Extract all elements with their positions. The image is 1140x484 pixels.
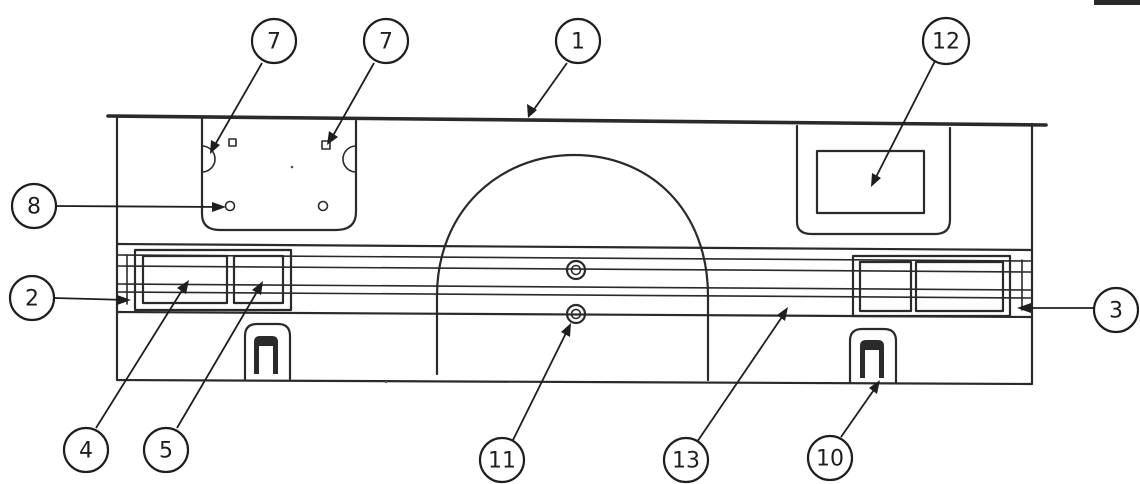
mounting-plate [200, 117, 358, 232]
leaders [53, 60, 1095, 443]
leader-12 [872, 60, 936, 184]
window-4 [141, 254, 229, 305]
window-12 [815, 149, 926, 215]
arrowhead-4 [177, 280, 189, 294]
callout-10: 10 [806, 434, 854, 482]
rail-line-3 [116, 265, 1033, 273]
arrowhead-13 [777, 307, 788, 321]
right-bracket [851, 254, 1012, 318]
speck [290, 165, 294, 169]
callout-12-label: 12 [932, 30, 960, 55]
bolt-upper-outer [565, 259, 587, 281]
plate-notch-left [201, 145, 216, 173]
round-hole-right [317, 200, 329, 212]
callout-2: 2 [8, 274, 56, 322]
round-hole-left [224, 200, 236, 212]
right-clip-body [860, 340, 884, 378]
arrowhead-5 [252, 281, 263, 295]
leader-7 [329, 62, 375, 142]
left-clip [243, 322, 292, 381]
plate-notch-right [342, 145, 357, 173]
center-bolts [565, 259, 587, 325]
callout-11-label: 11 [488, 449, 516, 474]
leader-8 [54, 205, 224, 208]
leader-13 [696, 310, 787, 443]
right-bracket-frame [851, 254, 1012, 318]
callout-7-label: 7 [379, 30, 393, 55]
bolt-upper-inner [570, 264, 582, 276]
callout-8: 8 [10, 182, 58, 230]
arrowhead-12 [871, 173, 881, 187]
rail-line-1 [115, 242, 1034, 252]
arrowhead-3 [1017, 303, 1031, 313]
callout-11: 11 [478, 436, 526, 484]
square-hole-right [321, 140, 331, 150]
callout-4-label: 4 [79, 439, 93, 464]
corner-mark [1094, 0, 1140, 5]
leader-10 [840, 383, 879, 438]
panel-outline [115, 116, 1034, 386]
mounting-plate-outline [200, 117, 358, 232]
left-clip-body [254, 336, 278, 374]
callout-5: 5 [142, 426, 190, 474]
arrowhead-7 [327, 131, 338, 145]
left-bracket [133, 248, 293, 312]
right-clip [848, 327, 898, 384]
callout-3-label: 3 [1109, 299, 1123, 324]
window-5 [232, 254, 285, 305]
callout-8-label: 8 [27, 195, 41, 220]
callout-9-label: 7 [267, 30, 281, 55]
leader-2 [53, 297, 129, 301]
leader-1 [529, 62, 568, 116]
window-right-large [914, 260, 1005, 313]
callout-3: 3 [1092, 286, 1140, 334]
callout-5-label: 5 [159, 439, 173, 464]
callout-1-label: 1 [571, 30, 585, 55]
leader-11 [512, 326, 570, 441]
right-clip-housing [848, 327, 898, 384]
leader-5 [176, 284, 262, 429]
upper-right-housing [795, 124, 952, 236]
window-right-small [858, 260, 913, 313]
left-clip-housing [243, 322, 292, 381]
arch-cutout [435, 153, 710, 382]
callout-2-label: 2 [25, 287, 39, 312]
arrowhead-8 [212, 202, 226, 212]
bolt-lower-outer [565, 303, 587, 325]
arrowhead-2 [117, 295, 131, 305]
speck [384, 380, 388, 384]
left-bracket-frame [133, 248, 293, 312]
leader-4 [95, 283, 187, 429]
rail-line-5 [116, 291, 1033, 299]
callout-7: 7 [362, 17, 410, 65]
bolt-lower-inner [570, 308, 582, 320]
leader-9 [211, 62, 263, 151]
arrowhead-10 [869, 380, 880, 394]
callout-12: 12 [921, 16, 971, 66]
square-hole-left [228, 138, 237, 147]
callout-4: 4 [62, 426, 110, 474]
callout-10-label: 10 [816, 447, 844, 472]
arrowhead-11 [561, 323, 571, 337]
rail-line-4 [116, 283, 1033, 291]
callout-13: 13 [662, 436, 710, 484]
arrowhead-1 [527, 104, 537, 118]
callout-9: 7 [250, 17, 298, 65]
callout-13-label: 13 [672, 449, 700, 474]
top-edge [106, 114, 1048, 127]
callout-1: 1 [554, 17, 602, 65]
arrowhead-9 [210, 140, 220, 154]
housing-outline [795, 124, 952, 236]
